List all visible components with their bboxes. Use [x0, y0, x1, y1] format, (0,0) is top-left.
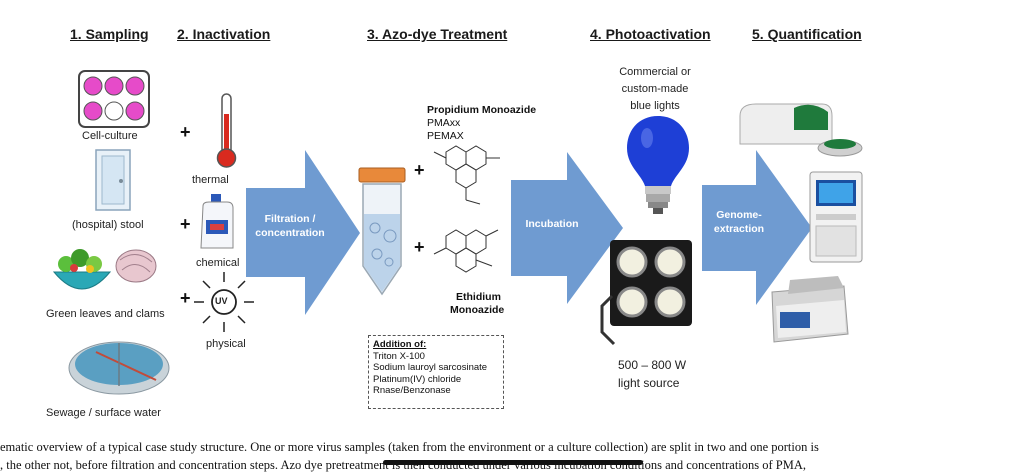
blue-bulb-icon: [627, 116, 689, 214]
uv-sun-icon: [194, 272, 254, 332]
header-azo-dye: 3. Azo-dye Treatment: [367, 26, 508, 42]
lights-label-1: Commercial or: [619, 66, 691, 78]
lights-label-2: custom-made: [621, 83, 689, 95]
spectrophotometer-icon: [739, 103, 863, 157]
plus-thermal: +: [180, 122, 191, 142]
label-cell-culture: Cell-culture: [82, 130, 138, 142]
arrow-genome-label: Genome-extraction: [713, 209, 765, 235]
plus-physical: +: [180, 288, 191, 308]
label-stool: (hospital) stool: [72, 219, 144, 231]
arrow-genome: [702, 150, 812, 305]
pma-variant-1: PMAxx: [427, 117, 461, 129]
source-label: light source: [618, 376, 680, 390]
addition-title: Addition of:: [373, 339, 427, 350]
thermocycler-icon: [771, 276, 849, 343]
plus-ema: +: [414, 237, 425, 257]
label-thermal: thermal: [192, 174, 229, 186]
label-sewage: Sewage / surface water: [46, 407, 161, 419]
addition-item: Sodium lauroyl sarcosinate: [373, 362, 488, 373]
pma-variant-2: PEMAX: [427, 130, 464, 142]
thermometer-icon: [216, 93, 237, 168]
source-power-label: 500 – 800 W: [618, 358, 687, 372]
header-sampling: 1. Sampling: [70, 26, 149, 42]
sewage-tank-icon: [68, 341, 170, 395]
header-quantification: 5. Quantification: [752, 26, 862, 42]
caption-line-1: ematic overview of a typical case study …: [0, 440, 819, 454]
bleach-bottle-icon: [200, 194, 234, 249]
greens-clams-icon: [52, 249, 157, 290]
led-floodlight-icon: [600, 240, 692, 346]
uv-label: UV: [215, 296, 228, 306]
pma-title: Propidium Monoazide: [427, 104, 537, 116]
arrow-filtration: [246, 150, 360, 315]
plus-chemical: +: [180, 214, 191, 234]
sample-tube-icon: [358, 167, 406, 296]
caption-redaction-bar: [383, 460, 643, 465]
label-greens-clams: Green leaves and clams: [46, 308, 165, 320]
qpcr-machine-icon: [809, 171, 863, 263]
ema-name-2: Monoazide: [450, 304, 505, 316]
label-physical: physical: [206, 338, 246, 350]
arrow-incubation: [511, 152, 623, 304]
pma-structure-icon: [433, 145, 500, 205]
label-chemical: chemical: [196, 257, 240, 269]
addition-item: Platinum(IV) chloride: [373, 373, 462, 385]
toilet-door-icon: [95, 149, 131, 211]
ema-name-1: Ethidium: [456, 291, 501, 303]
lights-label-3: blue lights: [630, 100, 680, 112]
addition-item: Triton X-100: [373, 350, 425, 362]
arrow-incubation-label: Incubation: [525, 218, 579, 230]
header-photoactivation: 4. Photoactivation: [590, 26, 711, 42]
header-inactivation: 2. Inactivation: [177, 26, 271, 42]
addition-box: Addition of: Triton X-100 Sodium lauroyl…: [368, 335, 504, 409]
ema-structure-icon: [433, 229, 499, 273]
cell-culture-plate-icon: [78, 70, 150, 128]
arrow-filtration-label: Filtration / concentration: [255, 213, 325, 239]
addition-item: Rnase/Benzonase: [373, 385, 451, 396]
plus-pma: +: [414, 160, 425, 180]
